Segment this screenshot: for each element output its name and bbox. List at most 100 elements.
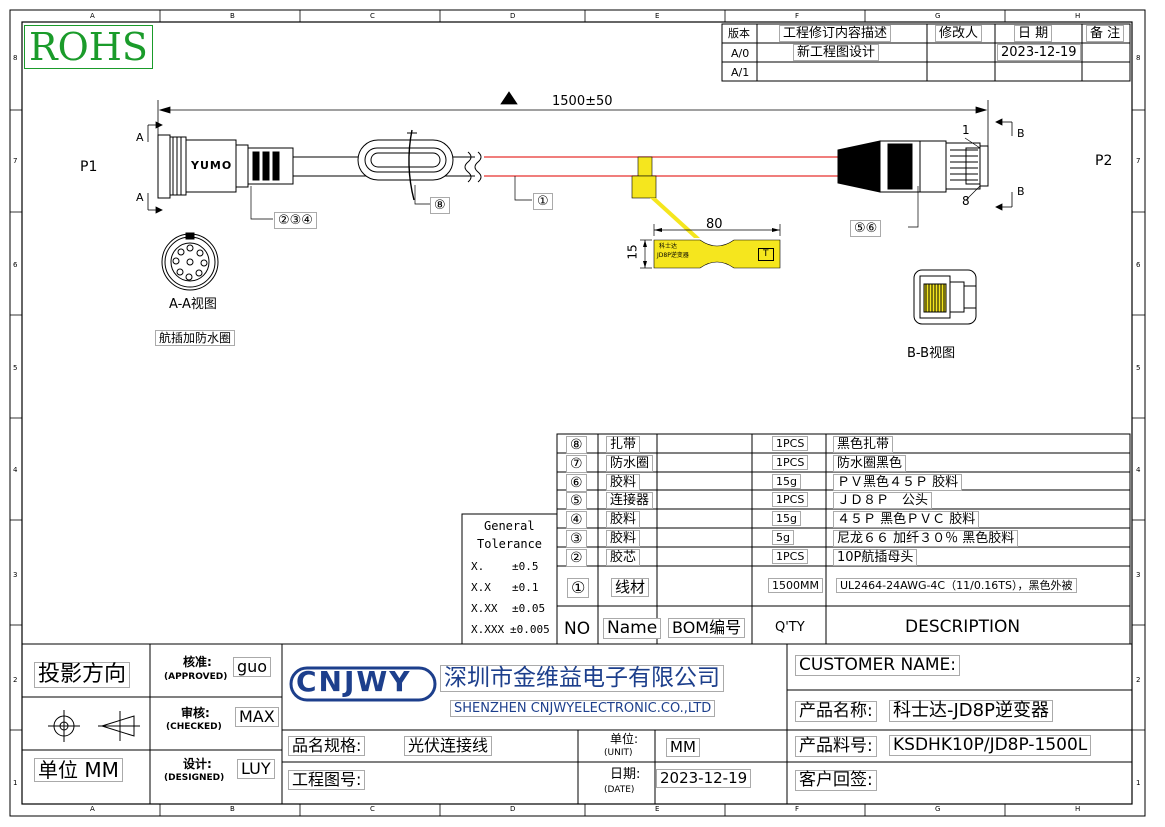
drawing-no-label: 工程图号: — [288, 770, 366, 790]
grid-row-label: 4 — [1136, 466, 1141, 474]
approved-cn: 核准: — [183, 655, 212, 669]
callout-56: ⑤⑥ — [850, 220, 882, 237]
grid-row-label: 3 — [13, 571, 18, 579]
rev-row2-version: A/1 — [731, 66, 750, 79]
bom-row-no: ① — [567, 578, 590, 598]
bom-row-qty: 1500MM — [768, 578, 823, 593]
grid-col-label: E — [655, 805, 660, 813]
product-name-label: 产品名称: — [795, 701, 877, 722]
product-name-value: 科士达-JD8P逆变器 — [889, 700, 1053, 722]
grid-row-label: 8 — [1136, 54, 1141, 62]
designed-by: LUY — [237, 759, 275, 779]
revision-table-lines — [721, 23, 1131, 82]
bom-row-name: 线材 — [611, 578, 650, 597]
grid-row-label: 1 — [13, 779, 18, 787]
view-aa-drawing — [161, 232, 219, 291]
bom-row-desc: 防水圈黑色 — [833, 455, 907, 472]
bom-row-desc: UL2464-24AWG-4C（11/0.16TS），黑色外被 — [836, 578, 1077, 593]
label-text-2: JD8P逆变器 — [657, 252, 689, 259]
rev-row-version: A/0 — [731, 47, 750, 60]
bom-row-qty: 1PCS — [772, 455, 809, 470]
tolerance-key: X.XXX — [471, 623, 505, 636]
tolerance-title-1: General — [484, 519, 535, 533]
grid-row-label: 8 — [13, 54, 18, 62]
bom-header-no: NO — [564, 619, 591, 639]
section-b-bottom: B — [1017, 185, 1025, 198]
grid-col-label: G — [935, 805, 941, 813]
projection-label: 投影方向 — [34, 662, 131, 688]
label-marker — [631, 156, 700, 238]
bom-header-bom: BOM编号 — [668, 618, 746, 638]
bom-header-qty: Q'TY — [775, 620, 805, 635]
unit-label: 单位 MM — [34, 758, 123, 782]
label-detail — [640, 224, 781, 269]
callout-234: ②③④ — [274, 212, 317, 229]
tolerance-title-2: Tolerance — [477, 537, 543, 551]
bom-row-no: ② — [566, 549, 587, 567]
cable-break — [464, 151, 482, 183]
connector-p2 — [837, 137, 989, 201]
callout-1: ① — [533, 193, 553, 210]
customer-sign-label: 客户回签: — [795, 770, 877, 791]
bom-row-qty: 1PCS — [772, 549, 809, 564]
cable-tie — [357, 129, 454, 201]
designed-en: (DESIGNED) — [164, 773, 225, 783]
rev-header-person: 修改人 — [935, 25, 983, 42]
bom-row-no: ⑧ — [566, 436, 587, 454]
date-cn: 日期: — [610, 767, 641, 782]
rev-header-version: 版本 — [728, 27, 750, 40]
rev-header-date: 日 期 — [1014, 25, 1053, 42]
label-text-1: 科士达 — [659, 243, 678, 250]
view-aa-title: A-A视图 — [169, 297, 217, 312]
company-name-en: SHENZHEN CNJWYELECTRONIC.CO.,LTD — [450, 700, 716, 717]
grid-row-label: 7 — [1136, 157, 1141, 165]
bom-row-desc: ＪＤ８Ｐ 公头 — [833, 492, 933, 509]
company-logo-text: CNJWY — [296, 665, 412, 698]
bom-row-desc: 尼龙６６ 加纤３０％ 黑色胶料 — [833, 530, 1019, 547]
bom-row-desc: ＰＶ黑色４５Ｐ 胶料 — [833, 474, 963, 491]
bom-row-desc: 黑色扎带 — [833, 436, 894, 453]
bom-row-name: 连接器 — [606, 492, 654, 509]
grid-col-label: E — [655, 12, 660, 20]
date-value: 2023-12-19 — [656, 769, 752, 788]
bom-row-desc: 10P航插母头 — [833, 549, 918, 566]
tolerance-value: ±0.1 — [512, 581, 539, 594]
grid-col-label: C — [370, 12, 375, 20]
grid-col-label: D — [510, 12, 516, 20]
length-dim-label: 1500±50 — [552, 94, 613, 109]
spec-label: 品名规格: — [288, 736, 366, 756]
customer-name-label: CUSTOMER NAME: — [795, 655, 960, 676]
section-a-top: A — [136, 131, 144, 144]
grid-row-label: 5 — [13, 364, 18, 372]
grid-row-label: 2 — [1136, 676, 1141, 684]
grid-ticks — [10, 10, 1145, 816]
section-b-marks — [995, 118, 1013, 211]
product-no-label: 产品料号: — [795, 736, 877, 757]
rev-row-desc: 新工程图设计 — [793, 44, 880, 61]
tolerance-value: ±0.005 — [510, 623, 550, 636]
company-logo — [289, 666, 437, 702]
rohs-label: ROHS — [24, 25, 153, 69]
label-width-dim: 80 — [706, 217, 723, 232]
grid-row-label: 2 — [13, 676, 18, 684]
grid-col-label: F — [795, 805, 800, 813]
label-t-mark: T — [758, 248, 774, 261]
section-a-bottom: A — [136, 191, 144, 204]
title-block-lines — [22, 643, 1132, 804]
bom-row-no: ④ — [566, 511, 587, 529]
bom-row-name: 防水圈 — [606, 455, 654, 472]
bom-row-name: 胶料 — [606, 474, 641, 491]
grid-col-label: C — [370, 805, 375, 813]
grid-row-label: 6 — [13, 261, 18, 269]
tolerance-key: X.XX — [471, 602, 498, 615]
bom-row-qty: 1PCS — [772, 436, 809, 451]
grid-col-label: F — [795, 12, 800, 20]
product-no-value: KSDHK10P/JD8P-1500L — [889, 735, 1092, 756]
connector-brand: YUMO — [191, 159, 233, 172]
bom-row-qty: 15g — [772, 474, 801, 489]
checked-en: (CHECKED) — [166, 722, 222, 732]
grid-row-label: 5 — [1136, 364, 1141, 372]
bom-row-no: ⑤ — [566, 492, 587, 510]
bom-row-no: ⑥ — [566, 474, 587, 492]
